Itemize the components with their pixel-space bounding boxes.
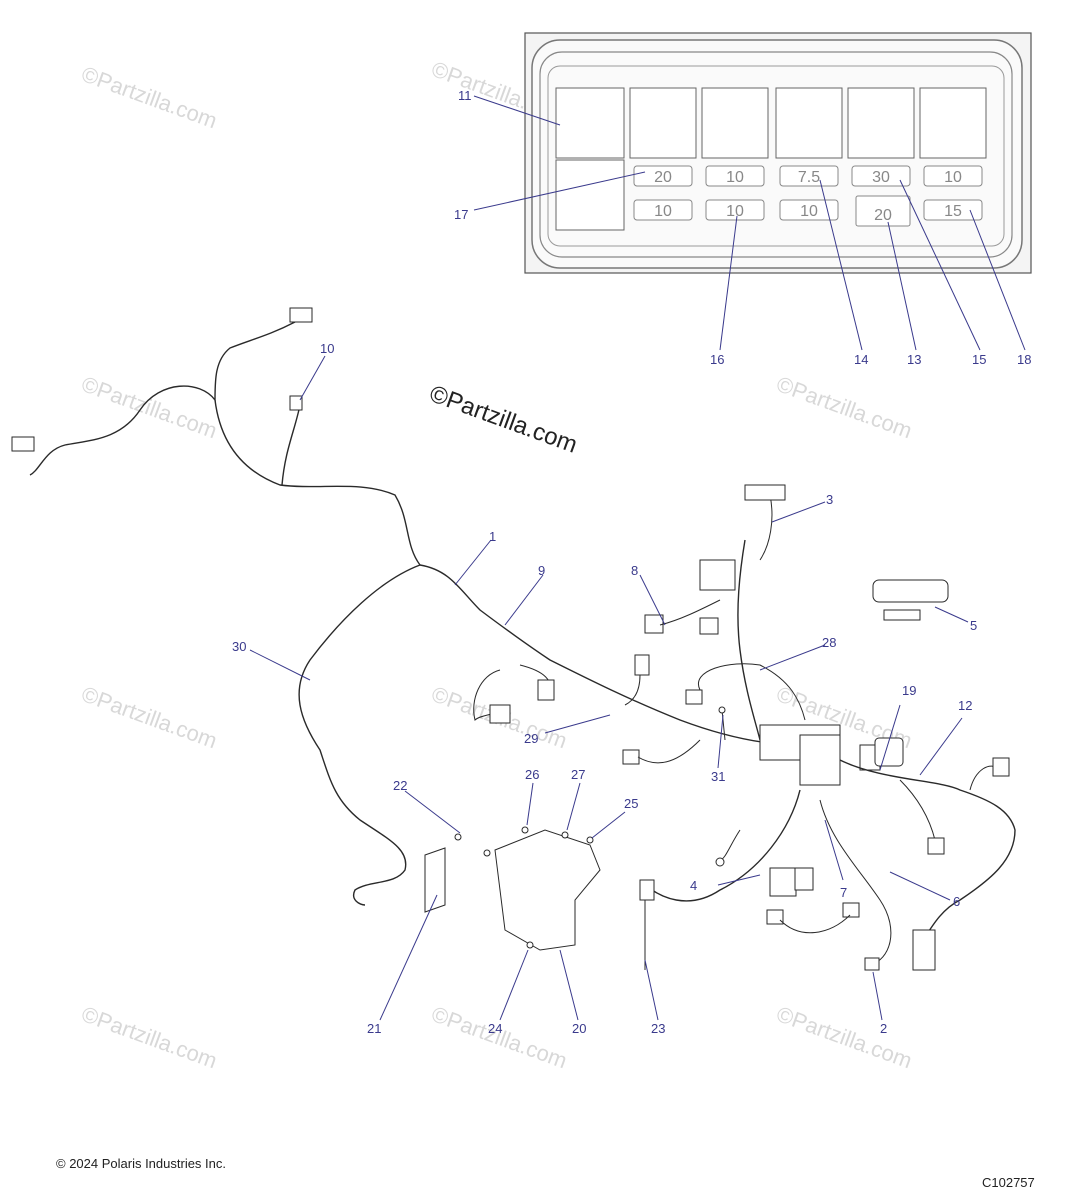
callout-10: 10 bbox=[320, 341, 334, 356]
callout-15: 15 bbox=[972, 352, 986, 367]
callouts: 11 17 16 14 13 15 18 10 1 9 8 3 5 28 30 … bbox=[232, 88, 1031, 1036]
callout-27: 27 bbox=[571, 767, 585, 782]
fuse-label: 20 bbox=[874, 207, 892, 224]
callout-16: 16 bbox=[710, 352, 724, 367]
callout-20: 20 bbox=[572, 1021, 586, 1036]
callout-14: 14 bbox=[854, 352, 868, 367]
watermark: ©Partzilla.com bbox=[78, 681, 220, 753]
watermark: ©Partzilla.com bbox=[773, 371, 915, 443]
harness-drawing bbox=[11, 307, 1016, 971]
watermark: ©Partzilla.com bbox=[78, 61, 220, 133]
footer-diagram-code: C102757 bbox=[982, 1175, 1035, 1190]
callout-23: 23 bbox=[651, 1021, 665, 1036]
fuse-label: 10 bbox=[726, 169, 744, 186]
callout-29: 29 bbox=[524, 731, 538, 746]
callout-9: 9 bbox=[538, 563, 545, 578]
callout-26: 26 bbox=[525, 767, 539, 782]
callout-5: 5 bbox=[970, 618, 977, 633]
callout-13: 13 bbox=[907, 352, 921, 367]
callout-30: 30 bbox=[232, 639, 246, 654]
callout-4: 4 bbox=[690, 878, 697, 893]
callout-24: 24 bbox=[488, 1021, 502, 1036]
callout-31: 31 bbox=[711, 769, 725, 784]
watermark-main: ©Partzilla.com bbox=[426, 380, 581, 458]
fuse-label: 10 bbox=[654, 203, 672, 220]
fuse-box-inset: 20 10 7.5 30 10 10 10 10 20 15 bbox=[524, 32, 1032, 274]
fuse-label: 20 bbox=[654, 169, 672, 186]
callout-12: 12 bbox=[958, 698, 972, 713]
fuse-label: 30 bbox=[872, 169, 890, 186]
callout-8: 8 bbox=[631, 563, 638, 578]
callout-11: 11 bbox=[458, 88, 472, 103]
watermark: ©Partzilla.com bbox=[78, 371, 220, 443]
leader-lines bbox=[249, 95, 1026, 1021]
fuse-label: 10 bbox=[800, 203, 818, 220]
callout-25: 25 bbox=[624, 796, 638, 811]
fuse-label: 15 bbox=[944, 203, 962, 220]
watermark: ©Partzilla.com bbox=[78, 1001, 220, 1073]
callout-2: 2 bbox=[880, 1021, 887, 1036]
callout-19: 19 bbox=[902, 683, 916, 698]
watermark: ©Partzilla.com bbox=[773, 1001, 915, 1073]
callout-22: 22 bbox=[393, 778, 407, 793]
fuse-label: 10 bbox=[726, 203, 744, 220]
callout-28: 28 bbox=[822, 635, 836, 650]
callout-18: 18 bbox=[1017, 352, 1031, 367]
callout-3: 3 bbox=[826, 492, 833, 507]
callout-21: 21 bbox=[367, 1021, 381, 1036]
callout-1: 1 bbox=[489, 529, 496, 544]
callout-6: 6 bbox=[953, 894, 960, 909]
callout-17: 17 bbox=[454, 207, 468, 222]
fuse-label: 10 bbox=[944, 169, 962, 186]
watermark: ©Partzilla.com bbox=[428, 1001, 570, 1073]
fuse-label: 7.5 bbox=[798, 169, 820, 186]
footer-copyright: © 2024 Polaris Industries Inc. bbox=[56, 1156, 226, 1171]
callout-7: 7 bbox=[840, 885, 847, 900]
